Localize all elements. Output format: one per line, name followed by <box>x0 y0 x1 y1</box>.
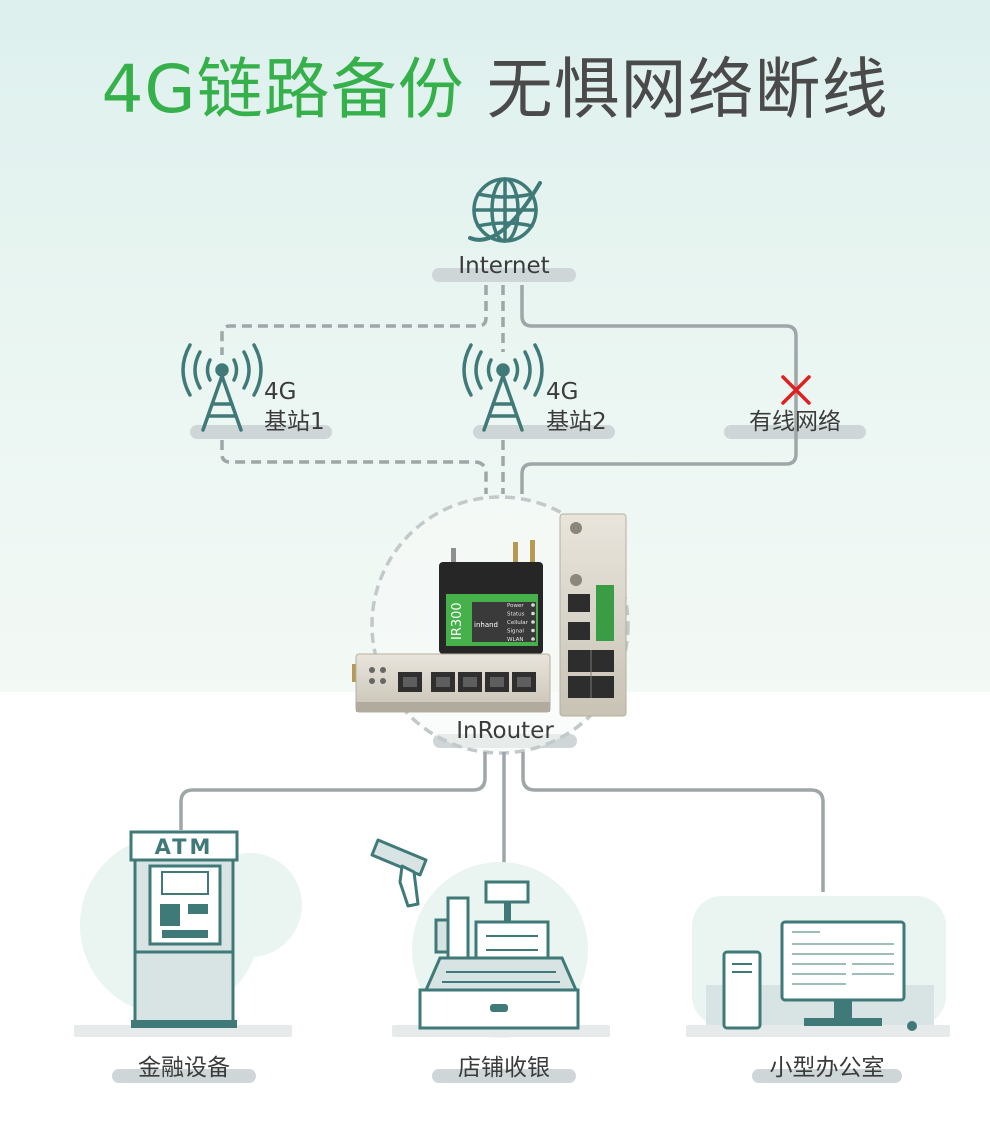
pos-illustration <box>370 838 610 1038</box>
panel-led <box>531 620 535 624</box>
panel-led-label: WLAN <box>507 637 524 643</box>
atm-sign-text: ATM <box>155 835 214 859</box>
din-rail-router-device <box>559 513 627 717</box>
finance-label: 金融设备 <box>138 1055 230 1081</box>
device-brand-text: inhand <box>474 621 498 629</box>
tower2-label-pill <box>473 425 615 439</box>
headline: 4G链路备份 无惧网络断线 <box>0 48 990 132</box>
panel-led-label: Signal <box>507 629 524 635</box>
ir300-router-device: IR300 inhand PowerStatusCellularSignalWL… <box>439 540 543 654</box>
red-x-icon <box>781 375 811 405</box>
headline-part1: 4G链路备份 <box>101 51 465 128</box>
atm-illustration: ATM <box>74 830 302 1037</box>
tower2-label-line1: 4G <box>546 379 579 405</box>
ethernet-port-socket <box>517 677 531 687</box>
lan-links <box>179 752 825 892</box>
ethernet-port-socket <box>436 677 450 687</box>
ethernet-port-socket <box>490 677 504 687</box>
ethernet-port-socket <box>403 677 417 687</box>
panel-led-label: Power <box>507 603 524 609</box>
panel-led <box>531 611 535 616</box>
finance-label-pill <box>112 1069 256 1083</box>
ethernet-port-socket <box>463 677 477 687</box>
panel-led <box>531 637 535 641</box>
device-model-text: IR300 <box>450 602 465 640</box>
retail-label: 店铺收银 <box>458 1055 550 1081</box>
office-illustration <box>686 896 950 1037</box>
tower1-to-router-link <box>220 440 488 494</box>
router-to-finance-link <box>179 752 487 830</box>
office-label: 小型办公室 <box>769 1055 885 1081</box>
tower2-label-line2: 基站2 <box>546 409 607 435</box>
headline-part2: 无惧网络断线 <box>486 51 889 128</box>
office-label-pill <box>752 1069 902 1083</box>
tower1-label-line1: 4G <box>264 379 297 405</box>
ethernet-port-list <box>398 672 536 692</box>
wired-link <box>520 285 798 494</box>
retail-label-pill <box>432 1069 576 1083</box>
router-label: InRouter <box>456 718 554 744</box>
internet-to-tower1-link <box>220 285 488 355</box>
panel-led-label: Status <box>507 612 525 618</box>
cell-tower-icon <box>462 343 544 432</box>
panel-led <box>531 603 535 607</box>
panel-led-label: Cellular <box>507 620 529 626</box>
cell-tower-icon <box>181 343 263 432</box>
internet-label-pill <box>432 268 576 282</box>
internet-label: Internet <box>458 253 550 279</box>
barcode-scanner-icon <box>370 838 428 908</box>
cellular-links <box>220 285 505 494</box>
tower1-label-pill <box>190 425 332 439</box>
wired-label: 有线网络 <box>749 409 841 435</box>
panel-led <box>531 628 535 633</box>
ethernet-switch-device <box>352 653 551 713</box>
globe-icon <box>468 177 542 243</box>
tower1-label-line2: 基站1 <box>264 409 325 435</box>
router-to-office-link <box>521 752 825 892</box>
